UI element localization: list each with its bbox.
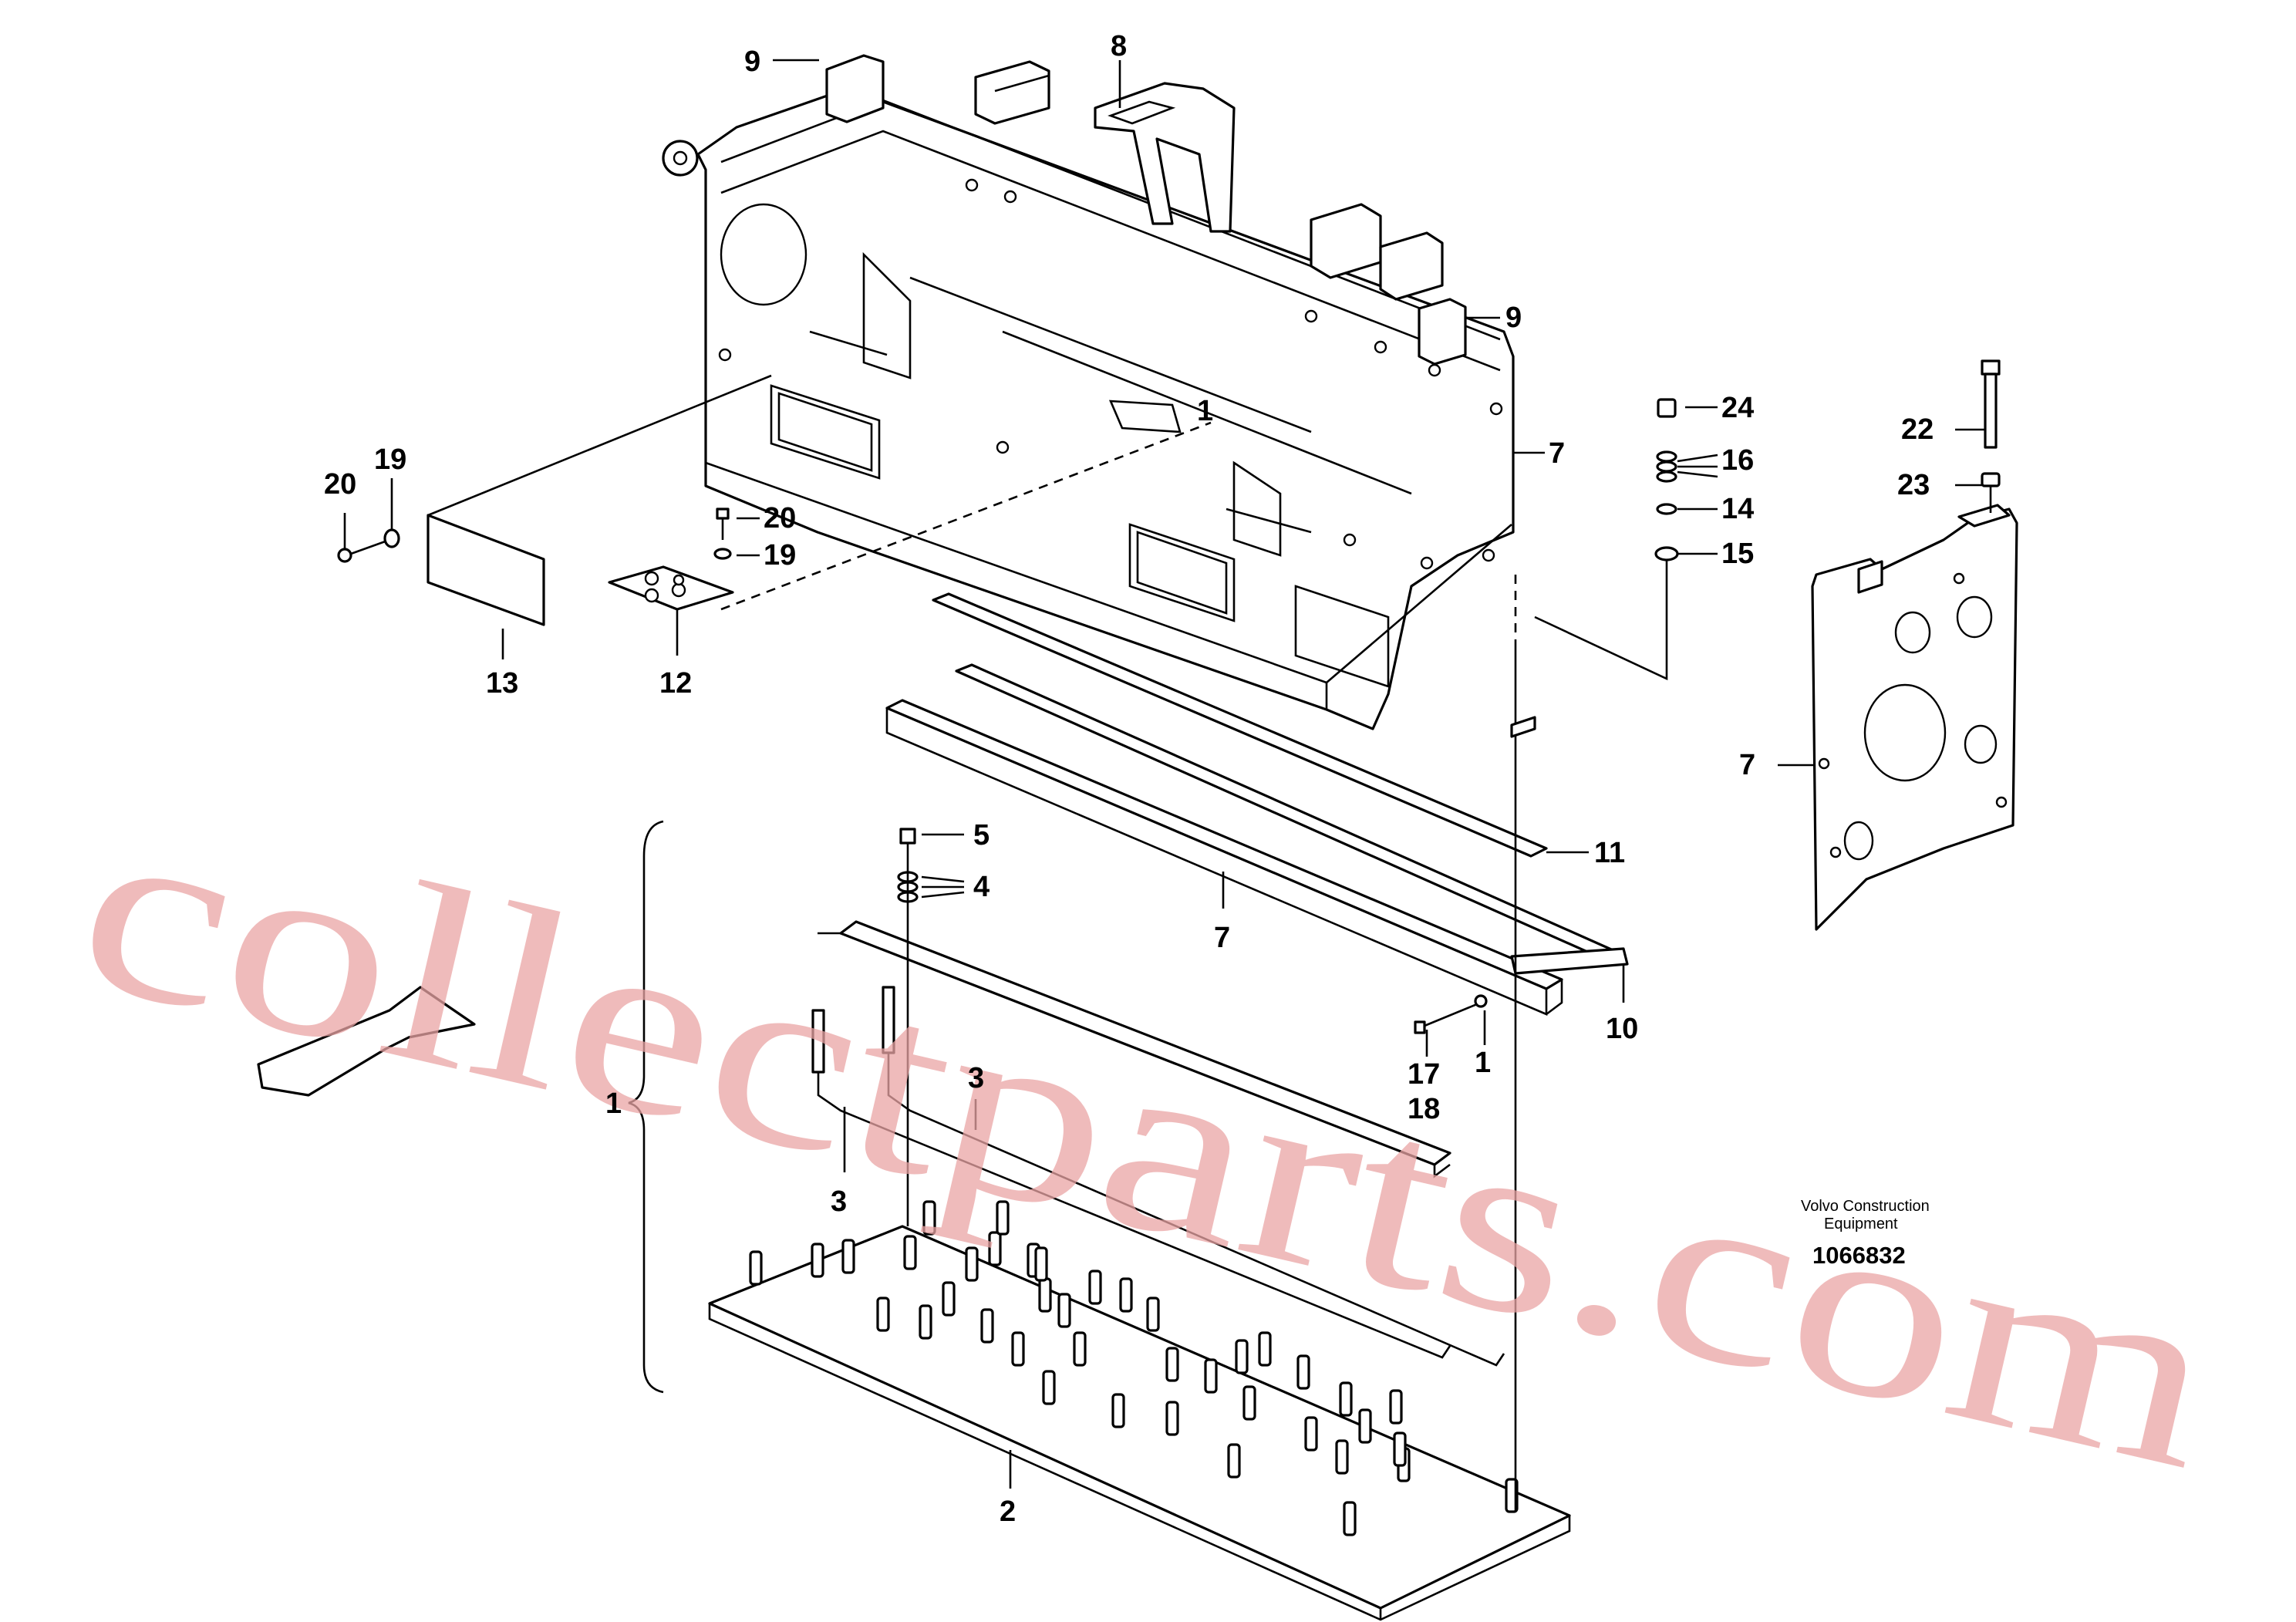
- label-15: 15: [1721, 538, 1754, 570]
- label-7-side: 7: [1739, 749, 1755, 781]
- stud: [942, 1281, 956, 1317]
- nut-5: [899, 828, 916, 845]
- stud: [1335, 1439, 1349, 1475]
- leader-lines: [501, 59, 1985, 1489]
- stud: [1088, 1270, 1102, 1305]
- cable-3-left: [811, 1009, 1451, 1359]
- stud: [922, 1200, 936, 1236]
- label-8: 8: [1111, 30, 1127, 62]
- stud: [876, 1297, 890, 1332]
- stud: [1304, 1416, 1318, 1452]
- studs: [749, 1200, 1519, 1536]
- assembly-brace: [628, 820, 664, 1394]
- part-labels: 9 8 9 7 1 24 16 14 15 22 23 7 20 19 13 2…: [324, 30, 1934, 1528]
- stud: [903, 1235, 917, 1270]
- side-plate-7: [1811, 504, 2018, 931]
- stud: [1242, 1385, 1256, 1421]
- drawing-number: 1066832: [1812, 1242, 1906, 1269]
- bolt-22: [1981, 359, 2001, 449]
- plate-12: [608, 421, 1212, 656]
- strip-10: [1510, 947, 1629, 975]
- label-10: 10: [1606, 1013, 1638, 1045]
- stud: [1339, 1381, 1353, 1417]
- label-14: 14: [1721, 493, 1754, 525]
- stud: [1057, 1293, 1071, 1328]
- bolt-20-right: [716, 508, 730, 540]
- stud: [1011, 1331, 1025, 1367]
- fastener-stack: [1534, 398, 1679, 681]
- stud: [1119, 1277, 1133, 1313]
- stud: [841, 1239, 855, 1274]
- stud: [1227, 1443, 1241, 1479]
- label-23: 23: [1897, 469, 1930, 501]
- label-7-strip: 7: [1214, 922, 1230, 954]
- label-19-right: 19: [764, 539, 796, 572]
- cover-plate-13: [426, 374, 772, 626]
- label-2: 2: [1000, 1496, 1016, 1528]
- label-4: 4: [973, 871, 990, 903]
- rail-6: [839, 920, 1451, 1179]
- stud: [1505, 1478, 1519, 1513]
- label-20-right: 20: [764, 502, 796, 534]
- stud: [811, 1243, 824, 1278]
- stud: [1235, 1339, 1249, 1374]
- stud: [1296, 1354, 1310, 1390]
- label-3-right: 3: [968, 1062, 984, 1094]
- label-22: 22: [1901, 413, 1934, 446]
- stud: [1343, 1501, 1357, 1536]
- label-12: 12: [659, 667, 692, 700]
- stud: [1358, 1408, 1372, 1444]
- label-1-top: 1: [1197, 395, 1213, 427]
- label-3-left: 3: [831, 1185, 847, 1218]
- cable-3-right: [882, 986, 1505, 1367]
- label-19-left: 19: [374, 443, 406, 476]
- label-11: 11: [1594, 837, 1625, 869]
- stud: [980, 1308, 994, 1344]
- stud: [1165, 1401, 1179, 1436]
- washer-19-left: [383, 478, 400, 548]
- stud: [1258, 1331, 1272, 1367]
- label-1-assembly: 1: [605, 1088, 622, 1120]
- stud: [1042, 1370, 1056, 1405]
- stud: [965, 1246, 979, 1282]
- label-20-left: 20: [324, 468, 356, 501]
- label-5: 5: [973, 819, 990, 851]
- stud: [1165, 1347, 1179, 1382]
- stud: [919, 1304, 932, 1340]
- stud: [1038, 1277, 1052, 1313]
- label-18: 18: [1408, 1093, 1440, 1125]
- stud: [996, 1200, 1010, 1236]
- label-1-small: 1: [1475, 1047, 1491, 1079]
- stud: [988, 1231, 1002, 1266]
- washer-19-right: [713, 548, 732, 560]
- main-frame: [662, 54, 1515, 730]
- screw-17: [1414, 994, 1488, 1034]
- stud: [1204, 1358, 1218, 1394]
- strip-11: [932, 592, 1548, 858]
- stud: [1146, 1297, 1160, 1332]
- label-13: 13: [486, 667, 518, 700]
- label-17: 17: [1408, 1058, 1440, 1091]
- stud: [1111, 1393, 1125, 1428]
- stud: [1393, 1431, 1407, 1467]
- label-24: 24: [1721, 392, 1754, 424]
- stud: [1034, 1246, 1048, 1282]
- label-7-frame: 7: [1549, 437, 1565, 470]
- washer-23: [1981, 472, 2001, 513]
- stud: [1389, 1389, 1403, 1425]
- washers-4: [897, 843, 919, 1226]
- view-direction-arrow: [257, 986, 476, 1097]
- stud: [749, 1250, 763, 1286]
- label-9-right: 9: [1505, 302, 1522, 334]
- brand-line-2: Equipment: [1824, 1216, 1898, 1233]
- label-9-top: 9: [744, 46, 760, 78]
- bolt-20-left: [337, 513, 390, 563]
- brand-line-1: Volvo Construction: [1801, 1198, 1930, 1215]
- strip-7: [885, 663, 1625, 1016]
- stud: [1073, 1331, 1087, 1367]
- label-16: 16: [1721, 444, 1754, 477]
